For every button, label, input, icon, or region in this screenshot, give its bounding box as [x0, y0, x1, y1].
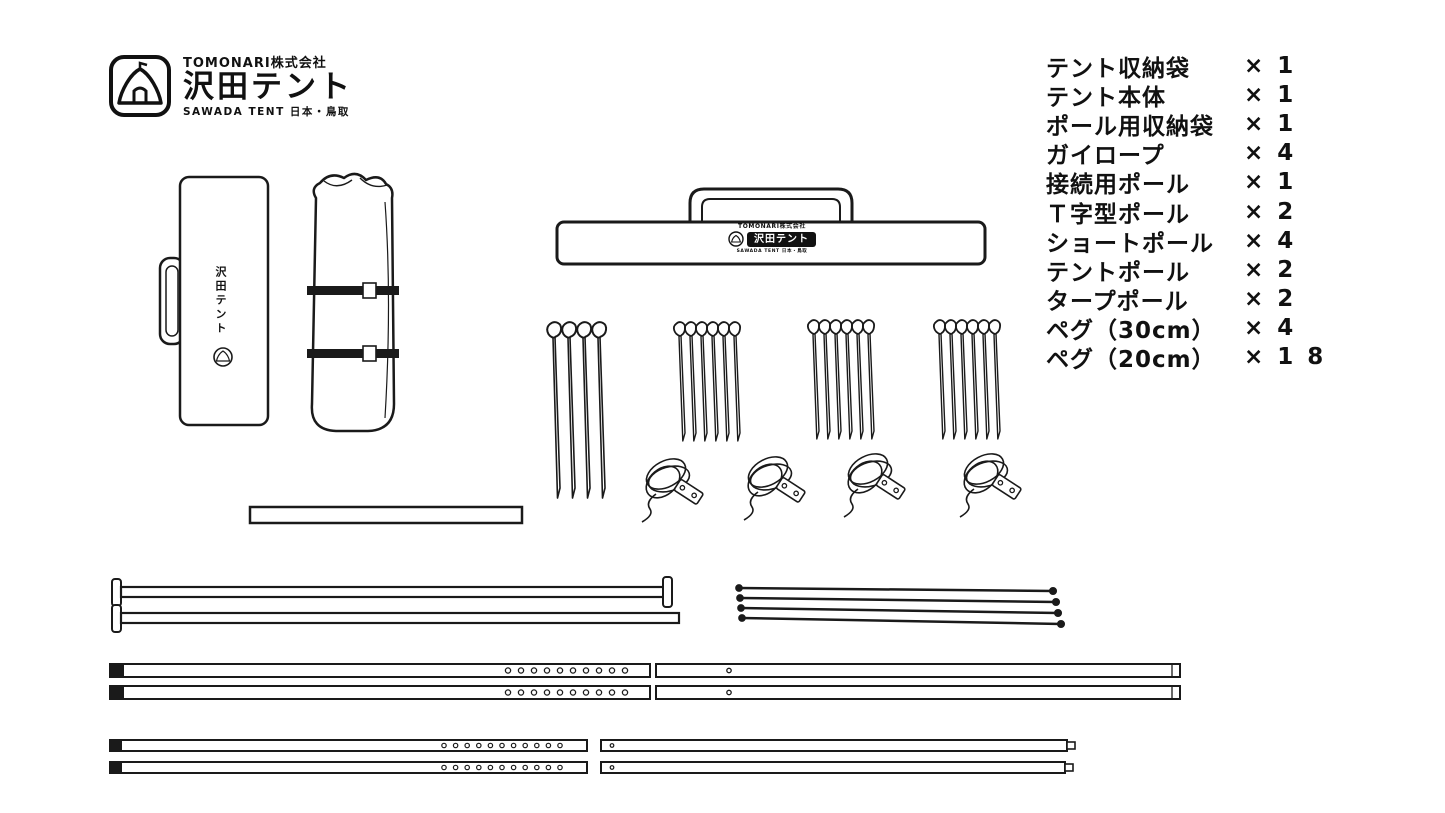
pole-bag-logo-brand: 沢田テント [747, 231, 816, 247]
parts-list-row: Ｔ字型ポール × 2 [1046, 197, 1326, 228]
part-qty: × 1 [1244, 169, 1297, 196]
pole-bag-tent-icon [728, 231, 744, 247]
part-name: ペグ（20cm） [1046, 347, 1216, 374]
part-name: ペグ（30cm） [1046, 318, 1216, 345]
parts-list: テント収納袋 × 1 テント本体 × 1 ポール用収納袋 × 1 ガイロープ ×… [1046, 51, 1327, 374]
part-name: テントポール [1046, 259, 1190, 286]
pegs-20cm-drawing-3 [933, 319, 1002, 440]
pegs-30cm-drawing [546, 321, 608, 499]
part-name: タープポール [1046, 289, 1189, 316]
brand-logo: TOMONARI株式会社 沢田テント SAWADA TENT 日本・鳥取 [108, 52, 353, 119]
parts-list-row: ペグ（20cm） × 1 8 [1046, 343, 1327, 374]
rolled-tent-drawing [307, 172, 399, 433]
parts-list-row: タープポール × 2 [1046, 285, 1326, 316]
parts-list-row: テント本体 × 1 [1046, 80, 1326, 111]
part-qty: × 1 8 [1244, 344, 1327, 371]
pole-bag-logo-subtitle: SAWADA TENT 日本・鳥取 [736, 249, 808, 254]
part-name: テント収納袋 [1046, 55, 1190, 82]
parts-list-row: ポール用収納袋 × 1 [1046, 109, 1326, 140]
part-qty: × 4 [1244, 140, 1297, 167]
guy-rope-drawing-4 [957, 446, 1023, 518]
part-qty: × 2 [1244, 286, 1297, 313]
t-pole-drawing-2 [111, 604, 681, 633]
parts-list-row: ショートポール × 4 [1046, 226, 1326, 257]
parts-list-row: テントポール × 2 [1046, 255, 1326, 286]
pole-bag-logo: TOMONARI株式会社 沢田テント SAWADA TENT 日本・鳥取 [712, 221, 832, 254]
part-qty: × 1 [1244, 81, 1297, 108]
storage-bag-label: 沢田テント [214, 266, 227, 336]
parts-list-row: 接続用ポール × 1 [1046, 168, 1326, 199]
part-name: Ｔ字型ポール [1046, 201, 1190, 228]
tent-logo-icon [109, 54, 171, 117]
strap [307, 286, 399, 295]
part-name: ガイロープ [1046, 143, 1165, 170]
part-name: テント本体 [1046, 84, 1166, 111]
part-qty: × 1 [1244, 52, 1297, 79]
pegs-20cm-drawing-2 [807, 319, 876, 440]
guy-rope-drawing-3 [841, 446, 907, 518]
tarp-pole-drawing-1 [109, 739, 1076, 752]
tarp-pole-drawing-2 [109, 761, 1074, 774]
guy-rope-drawing-1 [639, 451, 705, 523]
tent-pole-drawing-2 [109, 685, 1181, 700]
parts-list-row: ペグ（30cm） × 4 [1046, 314, 1326, 345]
part-name: ポール用収納袋 [1046, 113, 1214, 140]
logo-company: TOMONARI株式会社 [183, 56, 327, 71]
short-poles-drawing [735, 584, 1066, 629]
pegs-20cm-drawing-1 [673, 321, 742, 442]
logo-text: TOMONARI株式会社 沢田テント SAWADA TENT 日本・鳥取 [183, 52, 353, 119]
parts-list-row: テント収納袋 × 1 [1046, 51, 1326, 82]
logo-brand: 沢田テント [183, 69, 353, 105]
part-qty: × 1 [1244, 110, 1297, 137]
tent-pole-drawing-1 [109, 663, 1181, 678]
connecting-pole-drawing [248, 505, 524, 525]
part-qty: × 2 [1244, 256, 1297, 283]
tent-storage-bag-drawing [158, 175, 270, 427]
strap [307, 349, 399, 358]
part-name: 接続用ポール [1046, 172, 1190, 199]
t-pole-drawing-1 [111, 576, 673, 608]
logo-subtitle: SAWADA TENT 日本・鳥取 [183, 106, 350, 119]
part-qty: × 4 [1244, 227, 1297, 254]
part-name: ショートポール [1046, 230, 1214, 257]
guy-rope-drawing-2 [741, 449, 807, 521]
pole-bag-logo-company: TOMONARI株式会社 [738, 223, 806, 230]
part-qty: × 4 [1244, 315, 1297, 342]
part-qty: × 2 [1244, 198, 1297, 225]
parts-list-row: ガイロープ × 4 [1046, 139, 1326, 170]
